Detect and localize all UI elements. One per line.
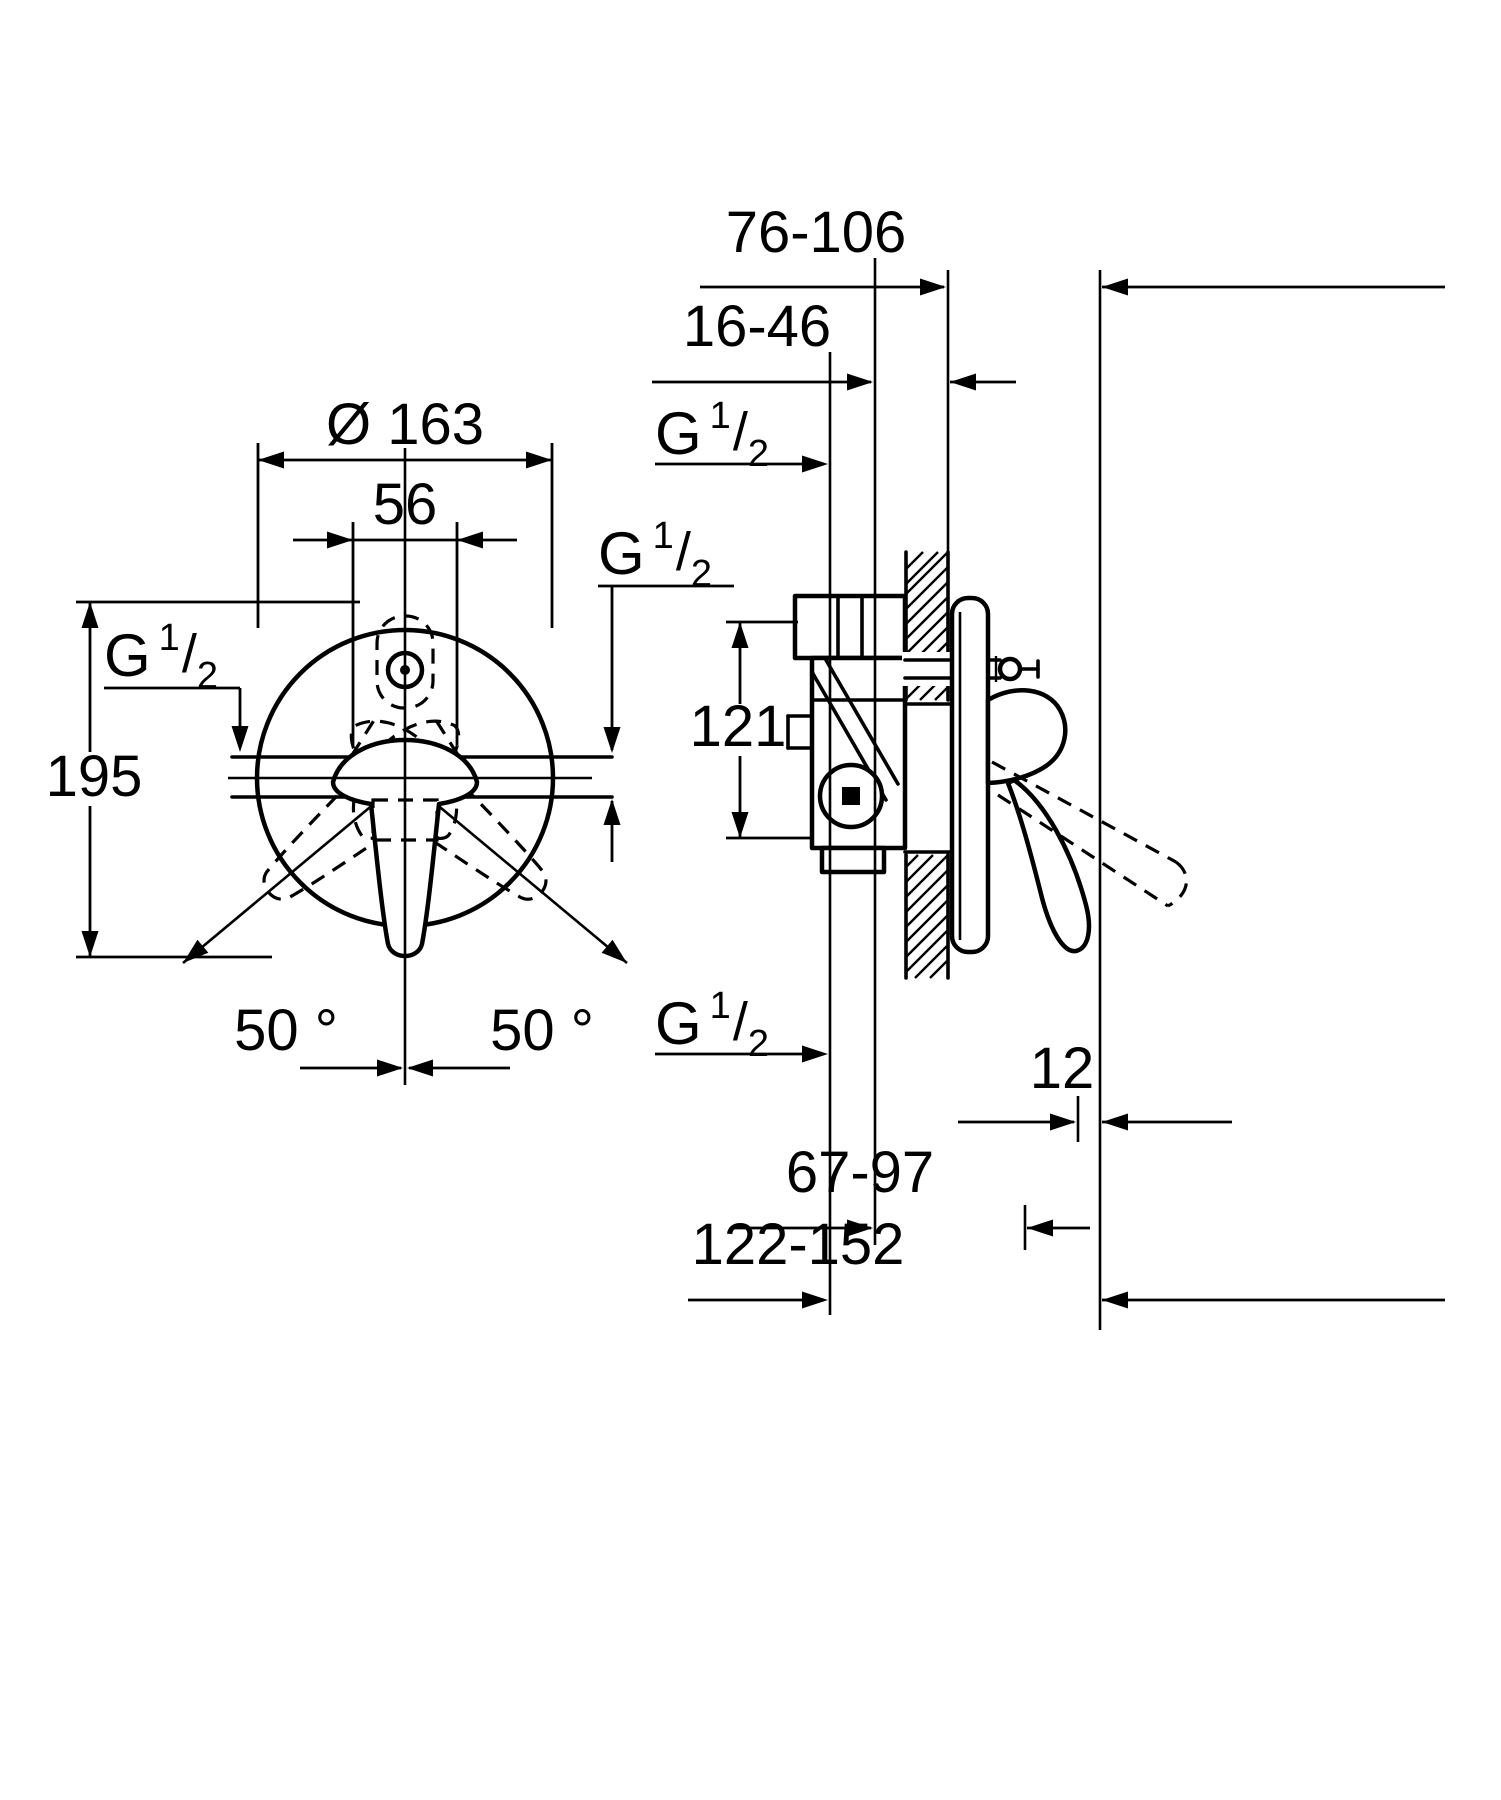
angle-right-label: 50 ° bbox=[490, 998, 594, 1063]
dim-diameter-label: Ø 163 bbox=[326, 392, 484, 457]
valve-body-side bbox=[786, 593, 955, 875]
dim-width-label: 56 bbox=[373, 472, 438, 537]
wall-section bbox=[904, 550, 950, 980]
dim-port-height-label: 121 bbox=[690, 694, 787, 759]
center-lines-front bbox=[228, 448, 592, 1085]
handle-swing-dashed-side bbox=[991, 760, 1189, 908]
dim-handle-depth-label: 67-97 bbox=[786, 1140, 934, 1205]
dim-depth-range-label: 76-106 bbox=[726, 200, 907, 265]
reference-lines-side bbox=[828, 258, 1102, 1330]
escutcheon-side bbox=[949, 595, 991, 955]
angle-rays bbox=[182, 777, 628, 964]
lever-handle-side bbox=[985, 688, 1092, 954]
dim-plate-overlap-label: 12 bbox=[1030, 1036, 1095, 1101]
wall-hatching bbox=[905, 551, 949, 979]
side-view: 76-106 16-46 G1/2 121 G1/2 bbox=[652, 200, 1445, 1330]
dim-height-label: 195 bbox=[46, 744, 143, 809]
dim-housing-depth-label: 16-46 bbox=[683, 294, 831, 359]
dim-total-depth-label: 122-152 bbox=[692, 1212, 905, 1277]
angle-left-label: 50 ° bbox=[234, 998, 338, 1063]
